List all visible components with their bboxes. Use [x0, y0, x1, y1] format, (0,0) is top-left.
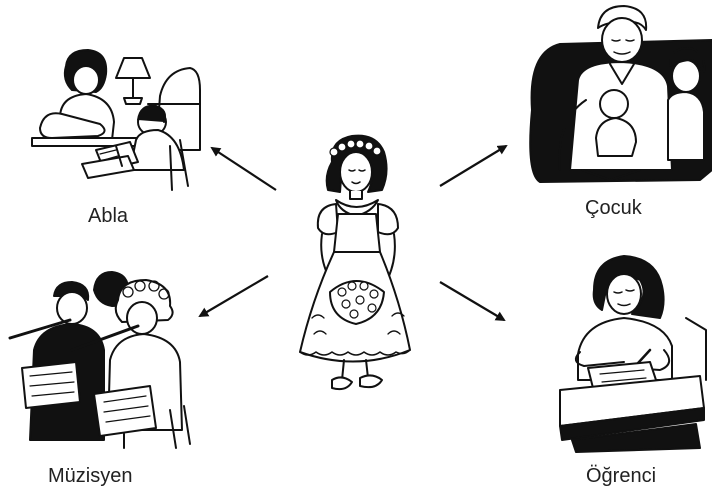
student-writing-at-desk-icon	[560, 256, 706, 452]
flute-players-reading-music-icon	[10, 272, 190, 448]
cocuk-label: Çocuk	[585, 198, 642, 218]
abla-label: Abla	[88, 206, 128, 226]
arrow-to-ogrenci	[440, 282, 504, 320]
girl-in-dress-with-flower-crown-icon	[300, 136, 410, 390]
father-with-children-on-armchair-icon	[530, 6, 712, 182]
older-sister-helping-child-read-icon	[32, 50, 200, 190]
muzisyen-label: Müzisyen	[48, 466, 132, 486]
arrow-to-cocuk	[440, 146, 506, 186]
arrow-to-muzisyen	[200, 276, 268, 316]
arrow-to-abla	[212, 148, 276, 190]
ogrenci-label: Öğrenci	[586, 466, 656, 486]
